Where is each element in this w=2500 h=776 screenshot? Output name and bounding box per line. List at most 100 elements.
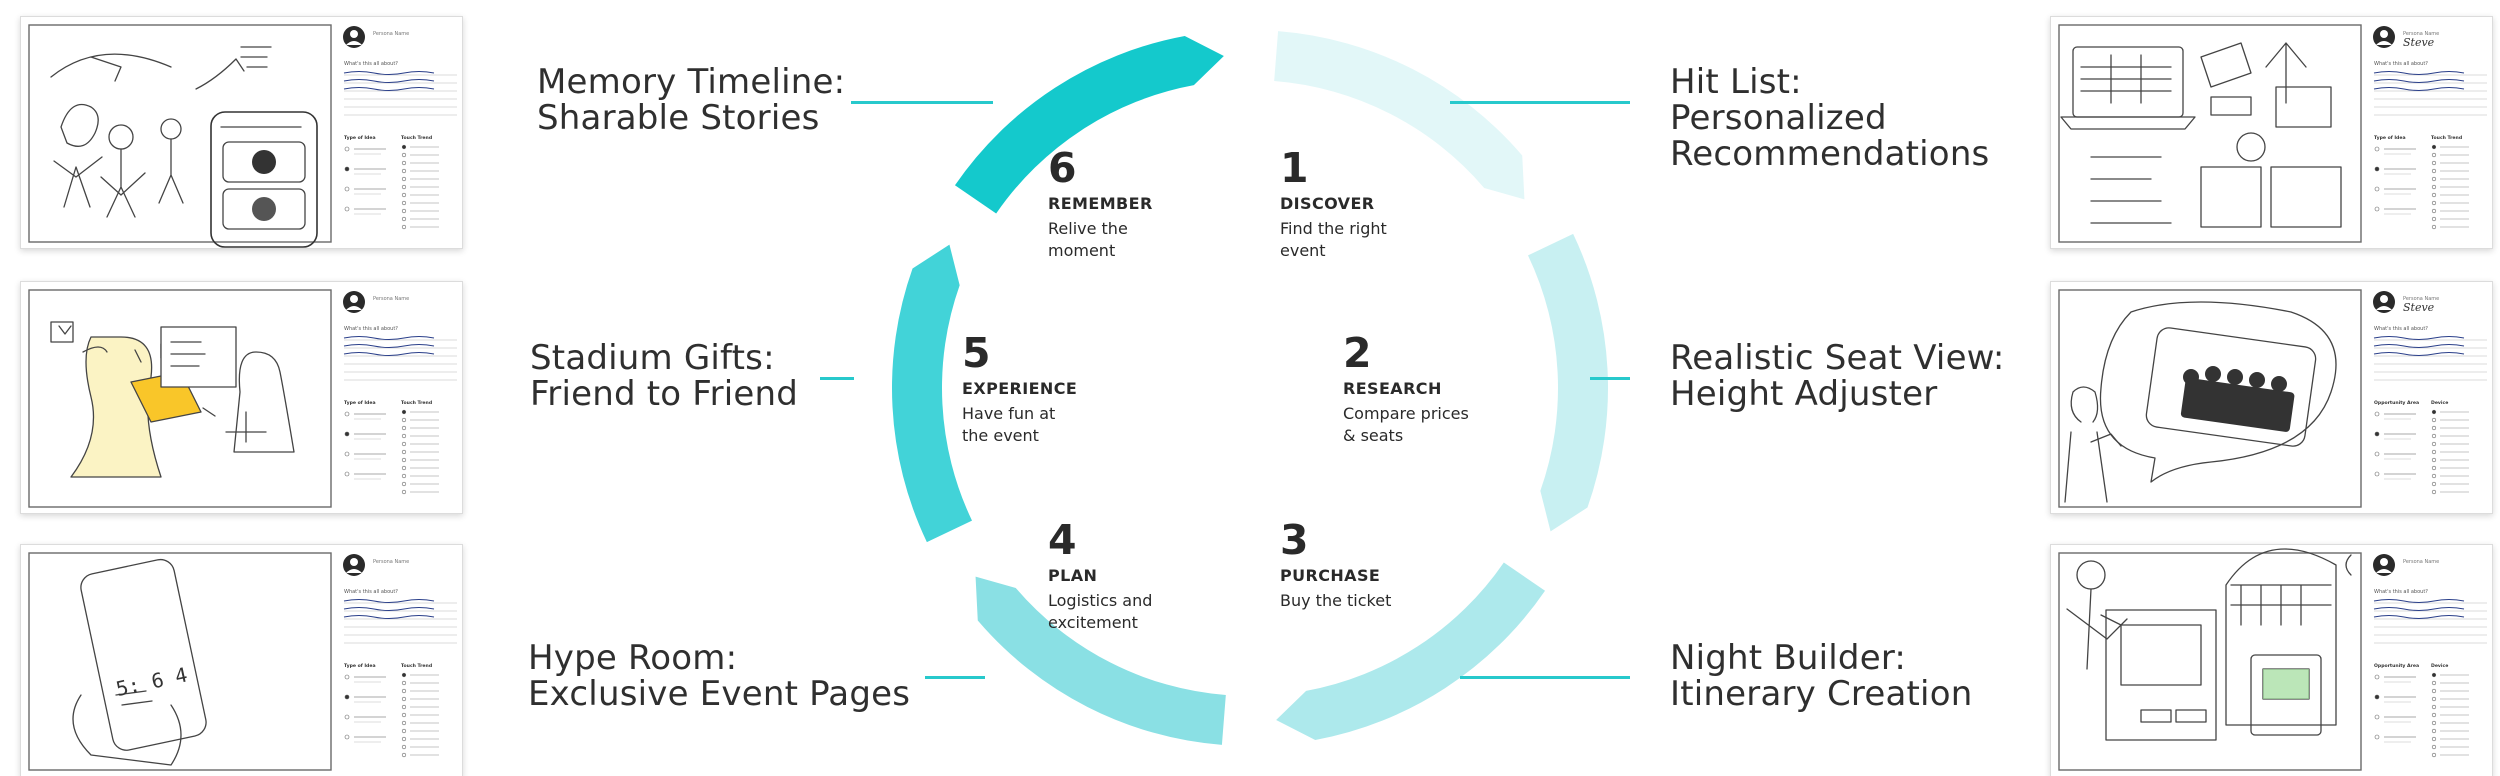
- type-heading: Type of Idea: [2374, 135, 2406, 141]
- type-heading: Opportunity Area: [2374, 663, 2419, 669]
- concept-memory-timeline: Memory Timeline: Sharable Stories: [537, 64, 845, 136]
- stage-description: Relive the moment: [1048, 219, 1128, 260]
- concept-subtitle: Height Adjuster: [1670, 374, 1938, 414]
- concept-hype-room: Hype Room: Exclusive Event Pages: [528, 640, 910, 712]
- touch-heading: Touch Trend: [401, 663, 432, 669]
- stage-description: Logistics and excitement: [1048, 591, 1153, 632]
- concept-subtitle: Personalized: [1670, 98, 1887, 138]
- touch-heading: Touch Trend: [2431, 135, 2462, 141]
- form-prompt: What's this all about?: [2374, 61, 2428, 67]
- stage-description: Compare prices & seats: [1343, 404, 1469, 445]
- stage-number: 1: [1280, 144, 1309, 192]
- svg-text:5: 6 4: 5: 6 4: [114, 662, 190, 700]
- stage-number: 4: [1048, 516, 1077, 564]
- stage-discover: 1 DISCOVER Find the right event: [1280, 145, 1430, 262]
- stage-name: REMEMBER: [1048, 194, 1153, 213]
- type-heading: Type of Idea: [344, 400, 376, 406]
- stage-plan: 4 PLAN Logistics and excitement: [1048, 517, 1198, 634]
- stage-number: 3: [1280, 516, 1309, 564]
- stage-name: PLAN: [1048, 566, 1098, 585]
- stage-number: 2: [1343, 329, 1372, 377]
- cycle-segment-research: [1527, 233, 1608, 532]
- concept-subtitle: Sharable Stories: [537, 98, 820, 138]
- touch-heading: Device: [2431, 663, 2448, 669]
- cycle-ring: [892, 31, 1608, 745]
- stage-description: Buy the ticket: [1280, 591, 1392, 610]
- connector-night-builder: [1460, 676, 1630, 679]
- stage-research: 2 RESEARCH Compare prices & seats: [1343, 330, 1493, 447]
- touch-heading: Touch Trend: [401, 400, 432, 406]
- type-heading: Opportunity Area: [2374, 400, 2419, 406]
- sketch-frame: [2058, 552, 2362, 771]
- stage-name: PURCHASE: [1280, 566, 1381, 585]
- sketch-frame: [28, 24, 332, 243]
- persona-label: Persona Name: [2403, 559, 2439, 565]
- stage-number: 5: [962, 329, 991, 377]
- connector-memory-timeline: [851, 101, 993, 104]
- form-prompt: What's this all about?: [344, 61, 398, 67]
- stage-name: EXPERIENCE: [962, 379, 1078, 398]
- stage-description: Find the right event: [1280, 219, 1387, 260]
- sketch-frame: [28, 289, 332, 508]
- concept-subtitle: Friend to Friend: [530, 374, 799, 414]
- concept-subtitle: Exclusive Event Pages: [528, 674, 911, 714]
- concept-subtitle: Itinerary Creation: [1670, 674, 1973, 714]
- concept-title: Night Builder:: [1670, 638, 1907, 678]
- persona-label: Persona Name: [373, 296, 409, 302]
- concept-subtitle: Recommendations: [1670, 134, 1990, 174]
- cycle-segment-purchase: [1276, 562, 1546, 741]
- form-prompt: What's this all about?: [344, 326, 398, 332]
- stage-experience: 5 EXPERIENCE Have fun at the event: [962, 330, 1112, 447]
- type-heading: Type of Idea: [344, 663, 376, 669]
- stage-purchase: 3 PURCHASE Buy the ticket: [1280, 517, 1430, 612]
- concept-night-builder: Night Builder: Itinerary Creation: [1670, 640, 1972, 712]
- concept-stadium-gifts: Stadium Gifts: Friend to Friend: [530, 340, 798, 412]
- concept-title: Hit List:: [1670, 62, 1802, 102]
- cycle-segment-discover: [1274, 31, 1525, 200]
- sketch-frame: [28, 552, 332, 771]
- type-heading: Type of Idea: [344, 135, 376, 141]
- touch-heading: Touch Trend: [401, 135, 432, 141]
- concept-title: Stadium Gifts:: [530, 338, 775, 378]
- sketch-frame: [2058, 289, 2362, 508]
- stage-description: Have fun at the event: [962, 404, 1056, 445]
- concept-title: Hype Room:: [528, 638, 738, 678]
- stage-name: DISCOVER: [1280, 194, 1375, 213]
- concept-seat-view: Realistic Seat View: Height Adjuster: [1670, 340, 2005, 412]
- stage-name: RESEARCH: [1343, 379, 1442, 398]
- cycle-segment-experience: [892, 244, 973, 543]
- stage-remember: 6 REMEMBER Relive the moment: [1048, 145, 1198, 262]
- stage-number: 6: [1048, 144, 1077, 192]
- persona-label: Persona Name: [2403, 31, 2439, 37]
- form-prompt: What's this all about?: [2374, 326, 2428, 332]
- cycle-segment-remember: [954, 35, 1224, 214]
- persona-label: Persona Name: [373, 559, 409, 565]
- touch-heading: Device: [2431, 400, 2448, 406]
- persona-value: Steve: [2403, 301, 2435, 314]
- persona-label: Persona Name: [2403, 296, 2439, 302]
- concept-title: Memory Timeline:: [537, 62, 846, 102]
- form-prompt: What's this all about?: [2374, 589, 2428, 595]
- concept-hit-list: Hit List: Personalized Recommendations: [1670, 64, 1989, 172]
- form-prompt: What's this all about?: [344, 589, 398, 595]
- sketch-frame: [2058, 24, 2362, 243]
- cycle-segment-plan: [975, 576, 1226, 745]
- connector-hype-room: [925, 676, 985, 679]
- persona-label: Persona Name: [373, 31, 409, 37]
- connector-hit-list: [1450, 101, 1630, 104]
- connector-seat-view: [1590, 377, 1630, 380]
- concept-title: Realistic Seat View:: [1670, 338, 2005, 378]
